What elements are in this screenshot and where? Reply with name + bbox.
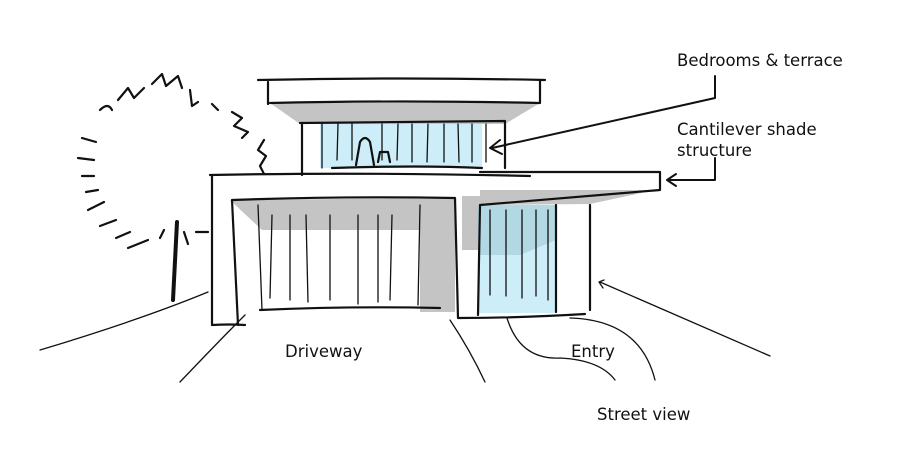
people-icon [354, 136, 392, 167]
tree-icon [76, 72, 268, 302]
ground-lines [39, 291, 656, 383]
callout-arrows [489, 75, 771, 357]
driveway-label: Driveway [285, 342, 363, 361]
upper-level [256, 77, 547, 177]
cantilever-label-line1: Cantilever shade [677, 120, 817, 139]
street-view-label: Street view [597, 405, 691, 424]
bedrooms-arrow-icon [489, 75, 716, 155]
cantilever-label-line2: structure [677, 141, 752, 160]
entry-label: Entry [571, 342, 615, 361]
cantilever-arrow-icon [666, 157, 716, 187]
lower-level [208, 170, 662, 327]
bedrooms-terrace-label: Bedrooms & terrace [677, 51, 843, 70]
street-view-arrow-icon [598, 279, 771, 357]
